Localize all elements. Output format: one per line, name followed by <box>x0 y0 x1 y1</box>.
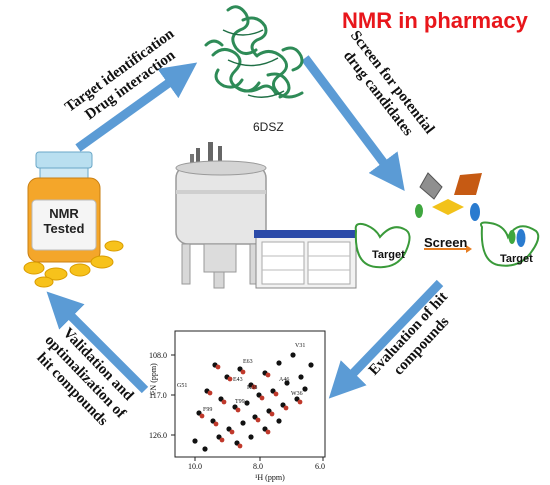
peak-label-v31: V31 <box>295 343 305 349</box>
target-right-label: Target <box>500 253 533 265</box>
protein-structure-image <box>204 5 304 99</box>
peak-label-a46: A46 <box>279 377 289 383</box>
peak-label-e63: E63 <box>243 359 253 365</box>
spectrum-plot: V31 E63 E43 G51 K38 A46 W36 T99 F99 <box>171 330 326 461</box>
peak-label-t99: T99 <box>235 399 245 405</box>
arrow-top-right <box>301 55 405 191</box>
y-tick-117: 117.0 <box>149 391 167 400</box>
peak-label-f99: F99 <box>203 407 212 413</box>
diagram-title: NMR in pharmacy <box>342 8 528 33</box>
pdb-label: 6DSZ <box>253 120 284 134</box>
arrow-top-left <box>75 62 198 152</box>
x-tick-6: 6.0 <box>315 462 325 471</box>
peak-label-e43: E43 <box>233 377 243 383</box>
arrow-bottom-right <box>328 279 444 399</box>
x-tick-10: 10.0 <box>188 462 202 471</box>
peak-label-k38: K38 <box>247 385 257 391</box>
x-axis-label: ¹H (ppm) <box>255 473 285 482</box>
peak-label-g51: G51 <box>177 383 187 389</box>
y-tick-126: 126.0 <box>149 431 167 440</box>
nmr-spectrometer-image <box>175 142 358 289</box>
y-axis-label: ¹⁵N (ppm) <box>148 363 158 396</box>
screening-illustration <box>354 172 540 269</box>
hsqc-spectrum: V31 E63 E43 G51 K38 A46 W36 T99 F99 10.0… <box>149 325 335 485</box>
x-tick-8: 8.0 <box>253 462 263 471</box>
peak-label-w36: W36 <box>291 391 303 397</box>
screen-word: Screen <box>424 235 468 250</box>
y-tick-108: 108.0 <box>149 351 167 360</box>
arrow-bottom-left <box>46 291 149 394</box>
target-left-label: Target <box>372 249 405 261</box>
